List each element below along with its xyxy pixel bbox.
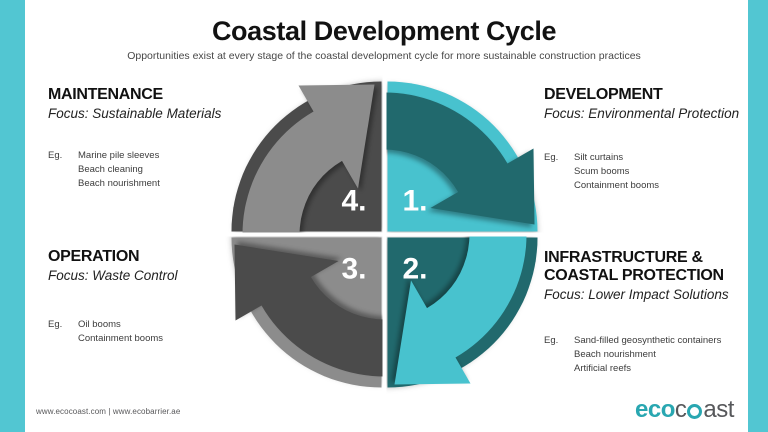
eg-item: Artificial reefs	[574, 363, 632, 374]
stage-focus-infrastructure: Focus: Lower Impact Solutions	[544, 287, 729, 302]
left-border-bar	[0, 0, 25, 432]
eg-item: Sand-filled geosynthetic containers	[574, 335, 722, 346]
quadrant-number-4: 4.	[341, 185, 366, 218]
eg-item: Scum booms	[574, 166, 630, 177]
quadrant-number-2: 2.	[403, 253, 428, 286]
examples-development: Eg. Silt curtains Scum booms Containment…	[544, 151, 759, 193]
logo-c-text: c	[674, 396, 687, 423]
eg-item: Marine pile sleeves	[78, 150, 160, 161]
logo-eco-text: eco	[635, 396, 675, 423]
eg-label: Eg.	[544, 335, 559, 346]
footer-websites: www.ecocoast.com | www.ecobarrier.ae	[36, 407, 181, 416]
page-title: Coastal Development Cycle	[211, 16, 557, 46]
eg-item: Silt curtains	[574, 152, 624, 163]
eg-item: Beach nourishment	[574, 349, 656, 360]
eg-item: Containment booms	[78, 333, 164, 344]
eg-item: Oil booms	[78, 319, 121, 330]
stage-block-development: DEVELOPMENT Focus: Environmental Protect…	[544, 86, 759, 193]
stage-focus-development: Focus: Environmental Protection	[544, 106, 740, 121]
stage-title-maintenance: MAINTENANCE	[48, 86, 163, 103]
logo-o-ring-icon	[687, 404, 703, 419]
cycle-diagram: 1. 2. 3. 4.	[231, 81, 538, 388]
stage-block-maintenance: MAINTENANCE Focus: Sustainable Materials…	[48, 86, 248, 191]
quadrant-number-1: 1.	[403, 185, 428, 218]
eg-label: Eg.	[544, 152, 559, 163]
eg-item: Beach cleaning	[78, 164, 143, 175]
eg-label: Eg.	[48, 150, 63, 161]
stage-title-operation: OPERATION	[48, 248, 140, 265]
stage-focus-operation: Focus: Waste Control	[48, 268, 178, 283]
eg-item: Containment booms	[574, 180, 660, 191]
stage-block-operation: OPERATION Focus: Waste Control Eg. Oil b…	[48, 248, 248, 346]
page-subtitle: Opportunities exist at every stage of th…	[127, 50, 641, 62]
examples-infrastructure: Eg. Sand-filled geosynthetic containers …	[544, 334, 762, 376]
stage-title-infrastructure: INFRASTRUCTURE & COASTAL PROTECTION	[544, 249, 762, 285]
stage-block-infrastructure: INFRASTRUCTURE & COASTAL PROTECTION Focu…	[544, 249, 762, 376]
right-border-bar	[748, 0, 768, 432]
eg-item: Beach nourishment	[78, 178, 160, 189]
examples-operation: Eg. Oil booms Containment booms	[48, 318, 248, 346]
stage-focus-maintenance: Focus: Sustainable Materials	[48, 106, 222, 121]
stage-title-line: INFRASTRUCTURE &	[544, 249, 703, 266]
stage-title-line: COASTAL PROTECTION	[544, 267, 724, 284]
stage-title-development: DEVELOPMENT	[544, 86, 663, 103]
eg-label: Eg.	[48, 319, 63, 330]
examples-maintenance: Eg. Marine pile sleeves Beach cleaning B…	[48, 149, 248, 191]
quadrant-number-3: 3.	[341, 253, 366, 286]
logo-ast-text: ast	[703, 396, 734, 423]
